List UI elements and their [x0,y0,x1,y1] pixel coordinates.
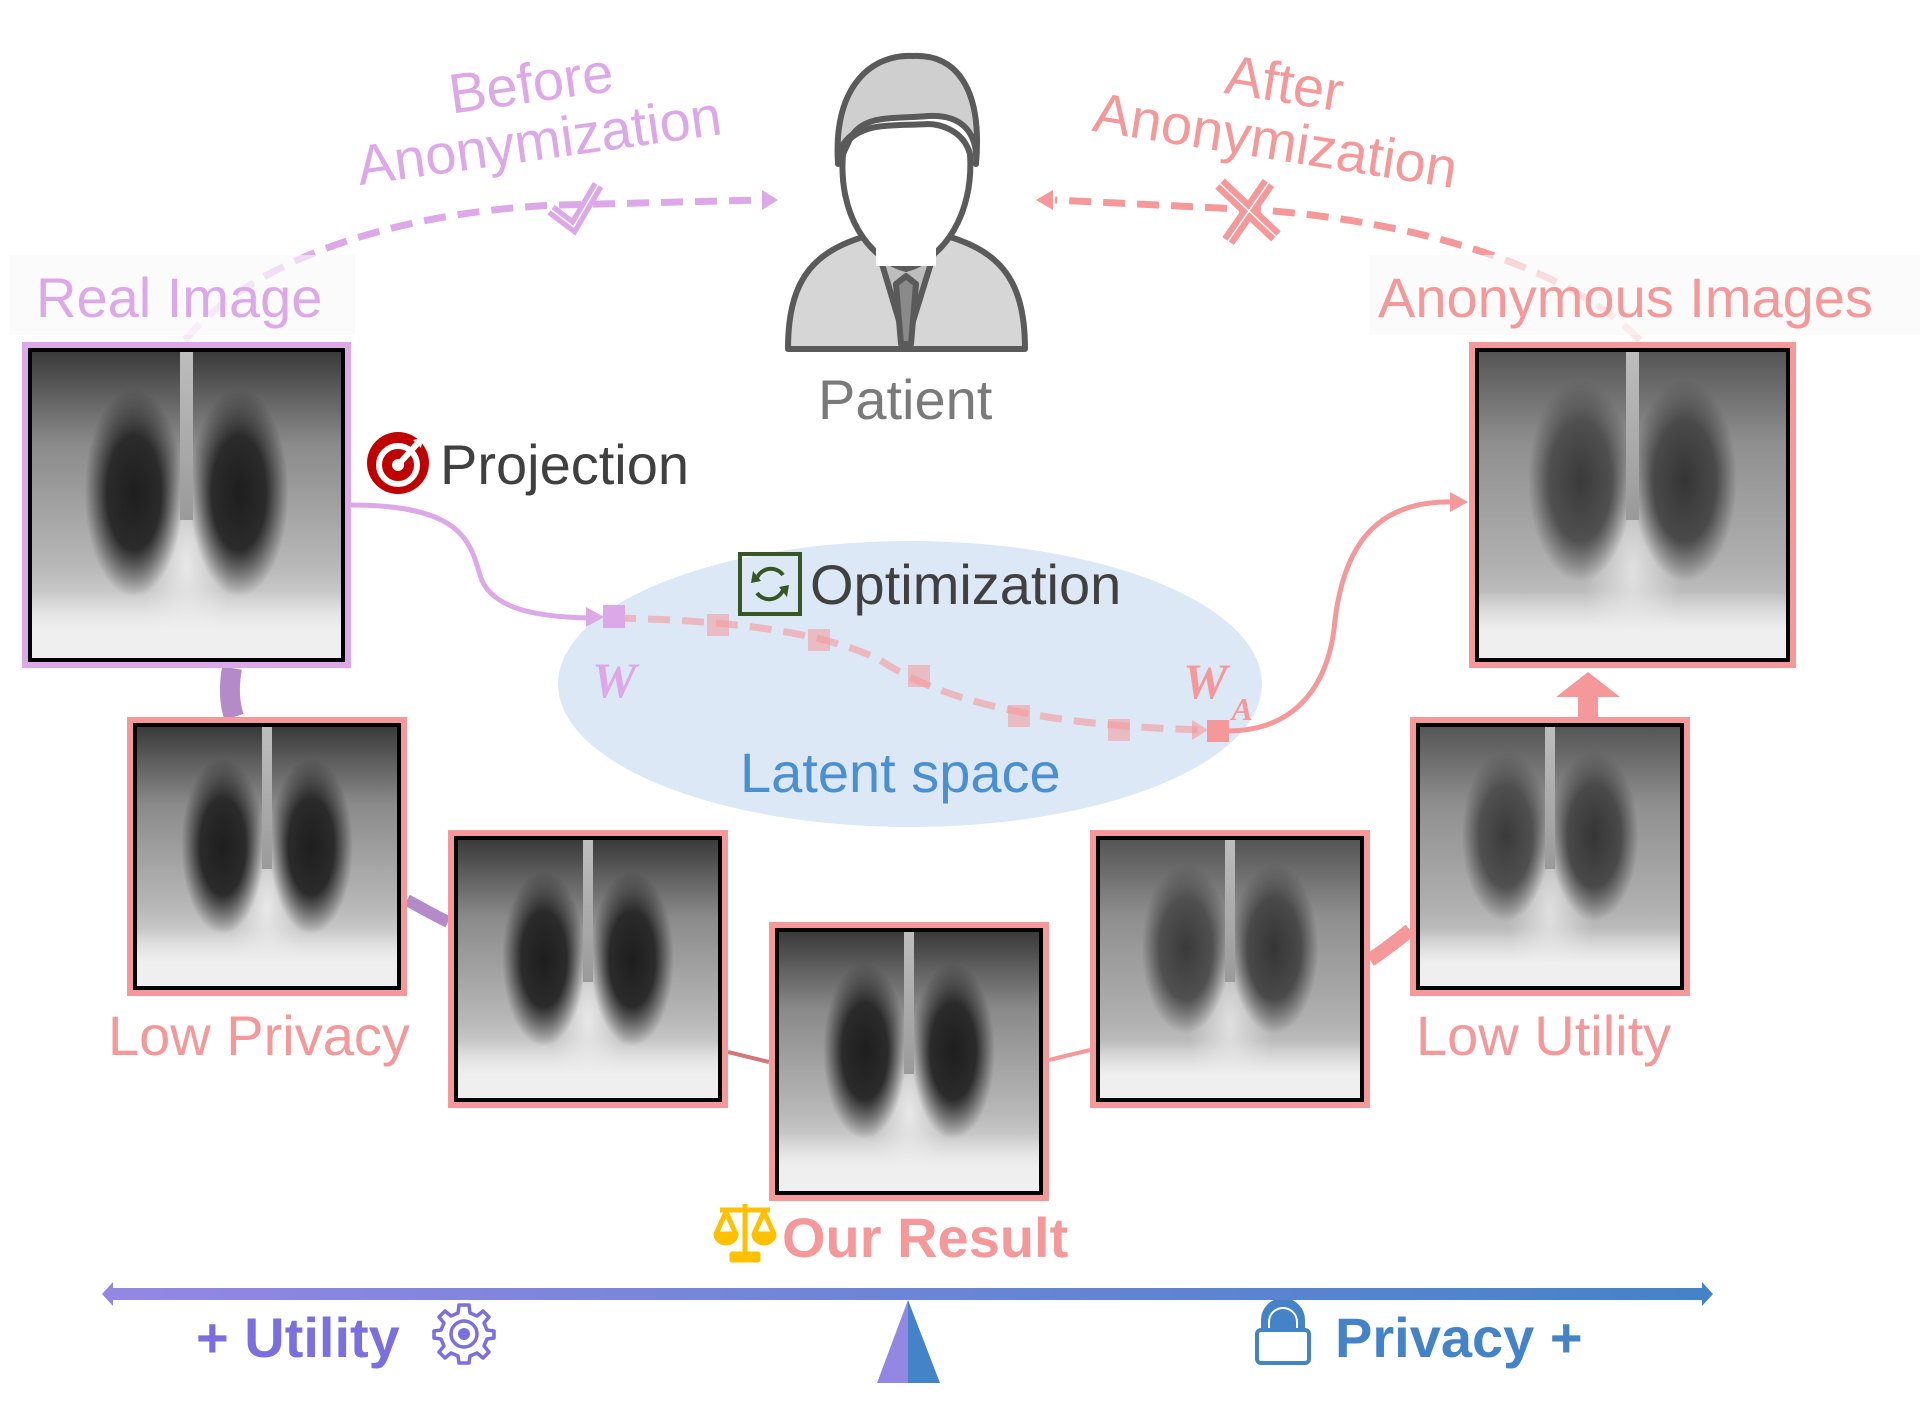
latent-point-wa [1207,720,1229,742]
anonymous-images-label: Anonymous Images [1378,266,1873,329]
balance-scale-icon [713,1204,777,1263]
latent-step-1 [707,614,729,636]
after-arrow-head [1036,190,1053,210]
checkmark-icon [547,181,604,236]
cross-icon [1215,178,1281,246]
connector-center-mid [1048,1048,1091,1062]
real-image[interactable] [22,342,351,668]
low-utility-image[interactable] [1410,717,1690,996]
generation-arrow-head [1450,492,1468,512]
xray-content [458,840,718,1098]
up-arrow-head [1556,672,1620,697]
optimization-label: Optimization [810,553,1122,616]
latent-wa-main: W [1183,653,1228,709]
projection-curve [350,502,599,621]
real-image-label-bg [10,255,355,335]
latent-space-label: Latent space [740,741,1061,804]
xray-content [1420,727,1680,986]
balance-bar-right-arrow [1702,1282,1713,1306]
latent-wa-sub: A [1231,691,1253,727]
privacy-side-image[interactable] [448,830,728,1108]
xray-content [1100,840,1360,1098]
our-result-image[interactable] [769,922,1049,1201]
balance-bar[interactable] [110,1288,1705,1300]
connector-mid-center [727,1050,770,1064]
refresh-icon [738,552,802,616]
lock-icon [1255,1300,1311,1365]
projection-label: Projection [440,433,690,496]
projection-arrow-head [586,607,604,627]
privacy-label: Privacy + [1335,1306,1583,1369]
anonymous-image[interactable] [1469,342,1796,668]
xray-content [137,727,397,986]
latent-step-2 [808,629,830,651]
anonymous-label-bg [1370,255,1920,335]
person-avatar-icon [785,52,1028,352]
connector-real-lowprivacy [219,666,244,721]
fulcrum-left [877,1300,908,1383]
before-arrow-head [762,190,778,210]
patient-label: Patient [818,368,993,431]
fulcrum-right [908,1300,940,1383]
real-image-label: Real Image [36,266,323,329]
connector-lowprivacy-mid [404,894,451,928]
balance-bar-left-arrow [102,1282,113,1306]
latent-w-label: W [592,652,637,708]
generation-curve [1228,499,1456,734]
utility-label: + Utility [196,1306,400,1369]
latent-step-5 [1108,719,1130,741]
utility-side-image[interactable] [1090,830,1370,1108]
latent-step-4 [1008,705,1030,727]
connector-mid-lowutility [1366,924,1415,966]
xray-content [779,932,1039,1191]
xray-content [32,352,341,659]
target-icon [367,432,429,494]
gear-icon [432,1303,496,1365]
our-result-label: Our Result [782,1206,1069,1269]
xray-content [1479,352,1786,659]
optimization-arrow-head [1192,720,1208,740]
low-utility-label: Low Utility [1416,1004,1672,1067]
latent-step-3 [908,665,930,687]
low-privacy-image[interactable] [127,717,407,996]
low-privacy-label: Low Privacy [108,1004,410,1067]
latent-point-w [603,605,625,628]
